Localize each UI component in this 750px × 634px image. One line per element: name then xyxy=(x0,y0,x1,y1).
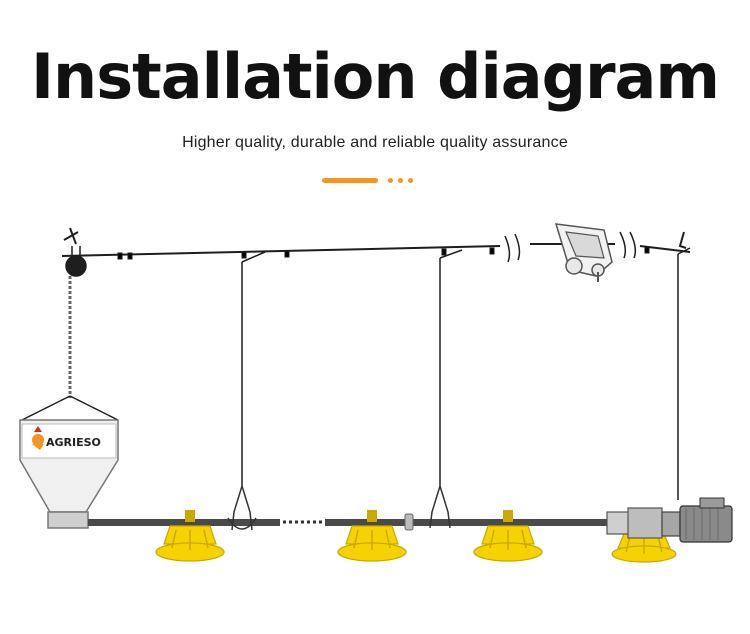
accent-divider xyxy=(322,178,413,184)
rooster-logo-icon xyxy=(32,426,44,450)
feeder-pan xyxy=(155,510,225,562)
page-subtitle: Higher quality, durable and reliable qua… xyxy=(182,134,568,151)
accent-bar xyxy=(322,178,378,183)
winch-icon xyxy=(554,223,613,282)
feed-hopper: AGRIESO xyxy=(19,419,119,529)
overhead-cable xyxy=(61,231,691,263)
accent-dot xyxy=(398,178,403,183)
hopper-chain xyxy=(21,276,119,421)
hopper-brand-label: AGRIESO xyxy=(46,436,101,449)
hanger-hook xyxy=(429,485,451,529)
feed-pipe xyxy=(88,513,607,531)
hanger-hook xyxy=(227,485,257,531)
motor-icon xyxy=(606,497,733,543)
accent-dot xyxy=(408,178,413,183)
accent-dot xyxy=(388,178,393,183)
feeder-pan xyxy=(473,510,543,562)
feeder-pan xyxy=(337,510,407,562)
suspension-cables xyxy=(241,231,691,500)
page-title: Installation diagram xyxy=(30,40,720,113)
pulley-icon xyxy=(63,227,87,277)
cable-clips xyxy=(117,246,650,260)
